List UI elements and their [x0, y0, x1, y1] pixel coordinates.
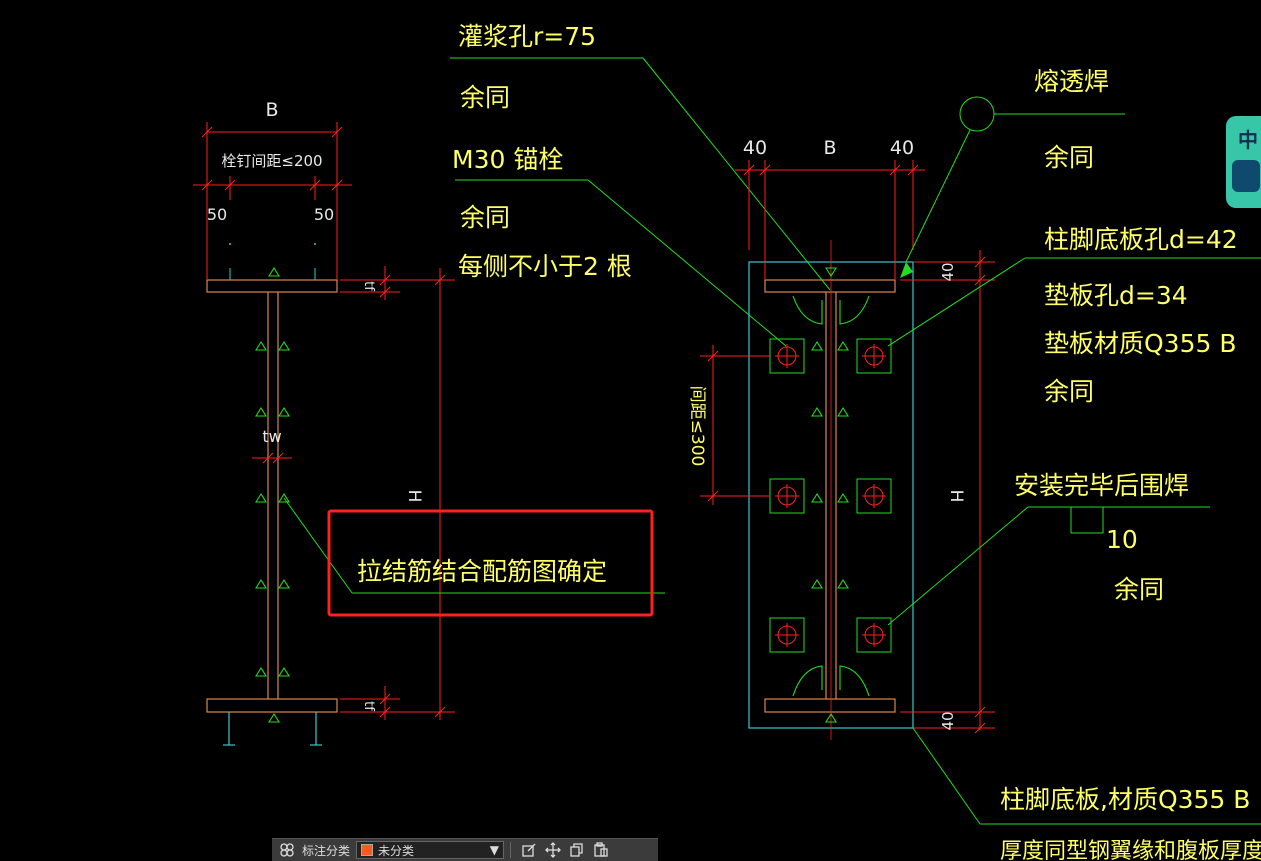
category-select[interactable]: 未分类 ▼ — [356, 841, 505, 859]
floating-assistant-widget[interactable]: 中 — [1226, 116, 1261, 208]
dim-tw-label: tw — [262, 427, 281, 446]
copy-button[interactable] — [565, 841, 589, 859]
weld-symbols-right — [811, 267, 849, 723]
weld-arrow-head — [900, 262, 913, 278]
center-notes: 灌浆孔r=75 余同 M30 锚栓 余同 每侧不小于2 根 拉结筋结合配筋图确定 — [283, 22, 831, 617]
weld-same-note: 余同 — [1044, 143, 1094, 172]
dim-tf-top-label: tf — [361, 281, 376, 291]
right-dimensions — [700, 160, 995, 734]
base-hole-note: 柱脚底板孔d=42 — [1044, 225, 1238, 254]
edit-button[interactable] — [517, 841, 541, 859]
paste-button[interactable] — [589, 841, 613, 859]
toolbar-divider — [510, 842, 512, 858]
weld-size-note: 10 — [1106, 525, 1138, 554]
dim-50-left: 50 — [207, 205, 227, 224]
grout-hole-note: 灌浆孔r=75 — [458, 22, 596, 51]
pad-hole-note: 垫板孔d=34 — [1044, 281, 1188, 310]
edit-icon — [522, 843, 536, 857]
bottom-flange-plate — [206, 698, 338, 713]
dim-40-right: 40 — [890, 137, 914, 159]
left-dimensions — [193, 122, 455, 720]
dim-50-right: 50 — [314, 205, 334, 224]
dim-spacing-label: 间距≤300 — [687, 386, 707, 467]
top-flange-plate — [206, 279, 338, 293]
bottom-cut-note: 厚度同型钢翼缘和腹板厚度较大者 — [1000, 839, 1261, 861]
anchor-bolt-note: M30 锚栓 — [452, 145, 563, 174]
move-icon — [545, 842, 561, 858]
anchor-bolt-pads — [769, 338, 892, 653]
category-select-value: 未分类 — [378, 843, 415, 858]
weld-symbols-left — [255, 266, 290, 723]
chevron-down-icon: ▼ — [489, 843, 500, 857]
cluster-icon[interactable] — [278, 841, 296, 859]
annotation-toolbar: 标注分类 未分类 ▼ — [272, 838, 658, 861]
toolbar-label: 标注分类 — [302, 843, 351, 858]
dim-h-left-label: H — [404, 490, 424, 503]
right-plan-view: 40 B 40 40 40 H 间距≤300 熔透焊 余同 柱脚底板孔d=42 … — [687, 67, 1261, 861]
copy-icon — [570, 843, 583, 857]
widget-avatar-icon — [1232, 160, 1260, 192]
grout-hole-arcs — [792, 295, 870, 697]
pad-same-note: 余同 — [1044, 377, 1094, 406]
widget-label: 中 — [1238, 128, 1258, 152]
dim-tf-bottom-label: tf — [361, 701, 376, 711]
base-plate-note: 柱脚底板,材质Q355 B — [1000, 785, 1250, 814]
dim-b-right: B — [823, 137, 836, 159]
dim-40-bottom: 40 — [939, 711, 957, 730]
dim-bolt-spacing-label: 栓钉间距≤200 — [221, 152, 322, 170]
dim-40-left: 40 — [743, 137, 767, 159]
category-color-swatch — [361, 844, 374, 856]
tie-bar-note: 拉结筋结合配筋图确定 — [357, 557, 607, 586]
dim-b-label: B — [265, 99, 278, 121]
install-weld-note: 安装完毕后围焊 — [1014, 471, 1189, 500]
paste-icon — [594, 842, 608, 857]
highlight-box — [327, 509, 654, 617]
anchor-same-note: 余同 — [460, 203, 510, 232]
move-button[interactable] — [541, 841, 565, 859]
dim-h-right-label: H — [946, 490, 966, 503]
anchor-count-note: 每侧不小于2 根 — [458, 252, 632, 281]
dim-40-top: 40 — [939, 262, 957, 281]
pad-material-note: 垫板材质Q355 B — [1044, 329, 1237, 358]
left-elevation-view: B 栓钉间距≤200 50 50 tw tf tf H — [193, 99, 455, 746]
weld-full-pen-note: 熔透焊 — [1034, 67, 1109, 96]
install-same-note: 余同 — [1114, 575, 1164, 604]
grout-same-note: 余同 — [460, 83, 510, 112]
right-leaders — [887, 96, 1261, 825]
